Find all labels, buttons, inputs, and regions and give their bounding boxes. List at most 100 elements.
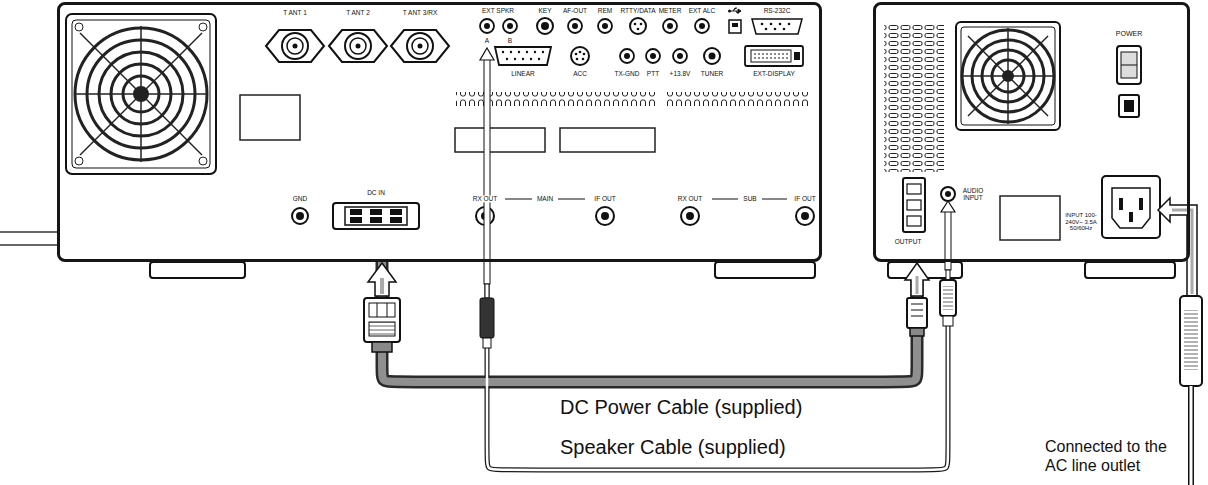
- sticker-plate: [455, 128, 545, 152]
- panel-label: REM: [597, 7, 613, 14]
- cooling-fan: [111, 64, 171, 124]
- jack-socket: [637, 28, 640, 31]
- cooling-fan: [961, 27, 1055, 125]
- cooling-fan: [992, 60, 1024, 92]
- ac-inlet: [1102, 176, 1160, 238]
- linear-connector: [538, 58, 540, 60]
- cooling-fan: [72, 20, 210, 168]
- cooling-fan: [972, 40, 1044, 112]
- dc-plug: [910, 328, 924, 336]
- antenna-connector: [350, 38, 366, 54]
- vent-slots: [884, 22, 944, 172]
- panel-label: SUB: [742, 195, 757, 202]
- output-terminal: [907, 216, 921, 226]
- panel-label: EXT-DISPLAY: [752, 70, 795, 77]
- antenna-connector: [282, 33, 308, 59]
- jack-socket: [709, 53, 716, 60]
- group-bracket-line: [505, 199, 532, 200]
- power-switch: [1121, 52, 1137, 78]
- output-terminal: [907, 200, 921, 210]
- insert-arrow: [368, 263, 396, 296]
- serial-port: [779, 23, 782, 26]
- panel-label: AUDIO INPUT: [958, 187, 988, 201]
- floor-line: [0, 244, 57, 246]
- panel-label: POWER: [1115, 30, 1143, 38]
- dc-input-socket: [333, 203, 419, 229]
- sticker-plate: [1000, 196, 1060, 240]
- jack-socket: [503, 19, 517, 33]
- linear-connector: [522, 58, 524, 60]
- output-terminal: [903, 178, 925, 232]
- ac-inlet: [1129, 212, 1133, 222]
- output-terminal: [907, 184, 921, 194]
- cooling-fan: [87, 40, 195, 148]
- jack-socket: [579, 51, 582, 54]
- ground-terminal: [292, 208, 308, 224]
- dc-input-socket: [333, 203, 419, 229]
- display-connector: [794, 52, 800, 60]
- display-connector: [751, 50, 791, 62]
- rubber-foot: [150, 262, 245, 278]
- dc-plug: [377, 303, 378, 317]
- sticker-plate: [1000, 196, 1060, 240]
- serial-port: [761, 23, 764, 26]
- jack-socket: [480, 19, 494, 33]
- audio-input-jack: [941, 187, 955, 201]
- ac-cord: [1180, 296, 1202, 386]
- cooling-fan: [75, 28, 207, 160]
- usb-port: [729, 20, 741, 33]
- rca-plug: [946, 270, 950, 280]
- panel-label: RX OUT: [677, 195, 704, 202]
- linear-connector: [510, 51, 512, 53]
- dc-plug: [369, 303, 395, 317]
- rca-socket: [681, 207, 699, 225]
- insert-arrow: [905, 263, 929, 296]
- power-switch: [1117, 46, 1141, 84]
- power-switch: [1121, 65, 1137, 66]
- rubber-foot: [715, 262, 815, 278]
- dc-plug: [364, 298, 400, 342]
- dc-input-socket: [370, 209, 382, 215]
- jack-socket: [673, 49, 687, 63]
- dc-plug: [387, 303, 388, 317]
- phone-plug: [483, 338, 491, 348]
- rubber-foot: [1085, 262, 1175, 278]
- display-connector: [754, 53, 788, 54]
- jack-socket: [598, 19, 612, 33]
- jack-socket: [541, 22, 549, 30]
- linear-connector: [518, 51, 520, 53]
- dc-plug: [907, 298, 927, 328]
- ac-inlet: [1119, 198, 1123, 210]
- cooling-fan: [982, 50, 1034, 102]
- cooling-fan: [99, 52, 183, 136]
- insert-arrow: [941, 201, 955, 212]
- callout-text: Connected to the AC line outlet: [1045, 437, 1181, 475]
- sticker-plate: [240, 95, 300, 140]
- panel-label: METER: [658, 7, 683, 14]
- panel-label: B: [507, 37, 513, 44]
- panel-label: GND: [292, 195, 308, 202]
- antenna-connector: [329, 30, 387, 62]
- panel-label: OUTPUT: [894, 238, 923, 245]
- rca-socket: [796, 207, 814, 225]
- display-connector: [754, 57, 788, 58]
- jack-socket: [634, 23, 637, 26]
- insert-arrow: [368, 263, 396, 296]
- dc-plug: [907, 298, 927, 336]
- linear-connector: [526, 51, 528, 53]
- antenna-connector: [356, 44, 361, 49]
- panel-label: EXT ALC: [688, 7, 717, 14]
- dc-plug: [911, 310, 923, 311]
- ac-cord: [1184, 310, 1198, 370]
- insert-arrow: [484, 58, 490, 284]
- panel-label: RX OUT: [472, 195, 499, 202]
- cooling-fan: [956, 22, 1060, 130]
- audio-input-jack: [945, 191, 951, 197]
- dc-input-socket: [350, 217, 362, 223]
- dc-input-socket: [350, 209, 362, 215]
- vent-slots: [456, 92, 808, 106]
- panel-label: DC IN: [366, 189, 386, 196]
- serial-port: [774, 28, 777, 31]
